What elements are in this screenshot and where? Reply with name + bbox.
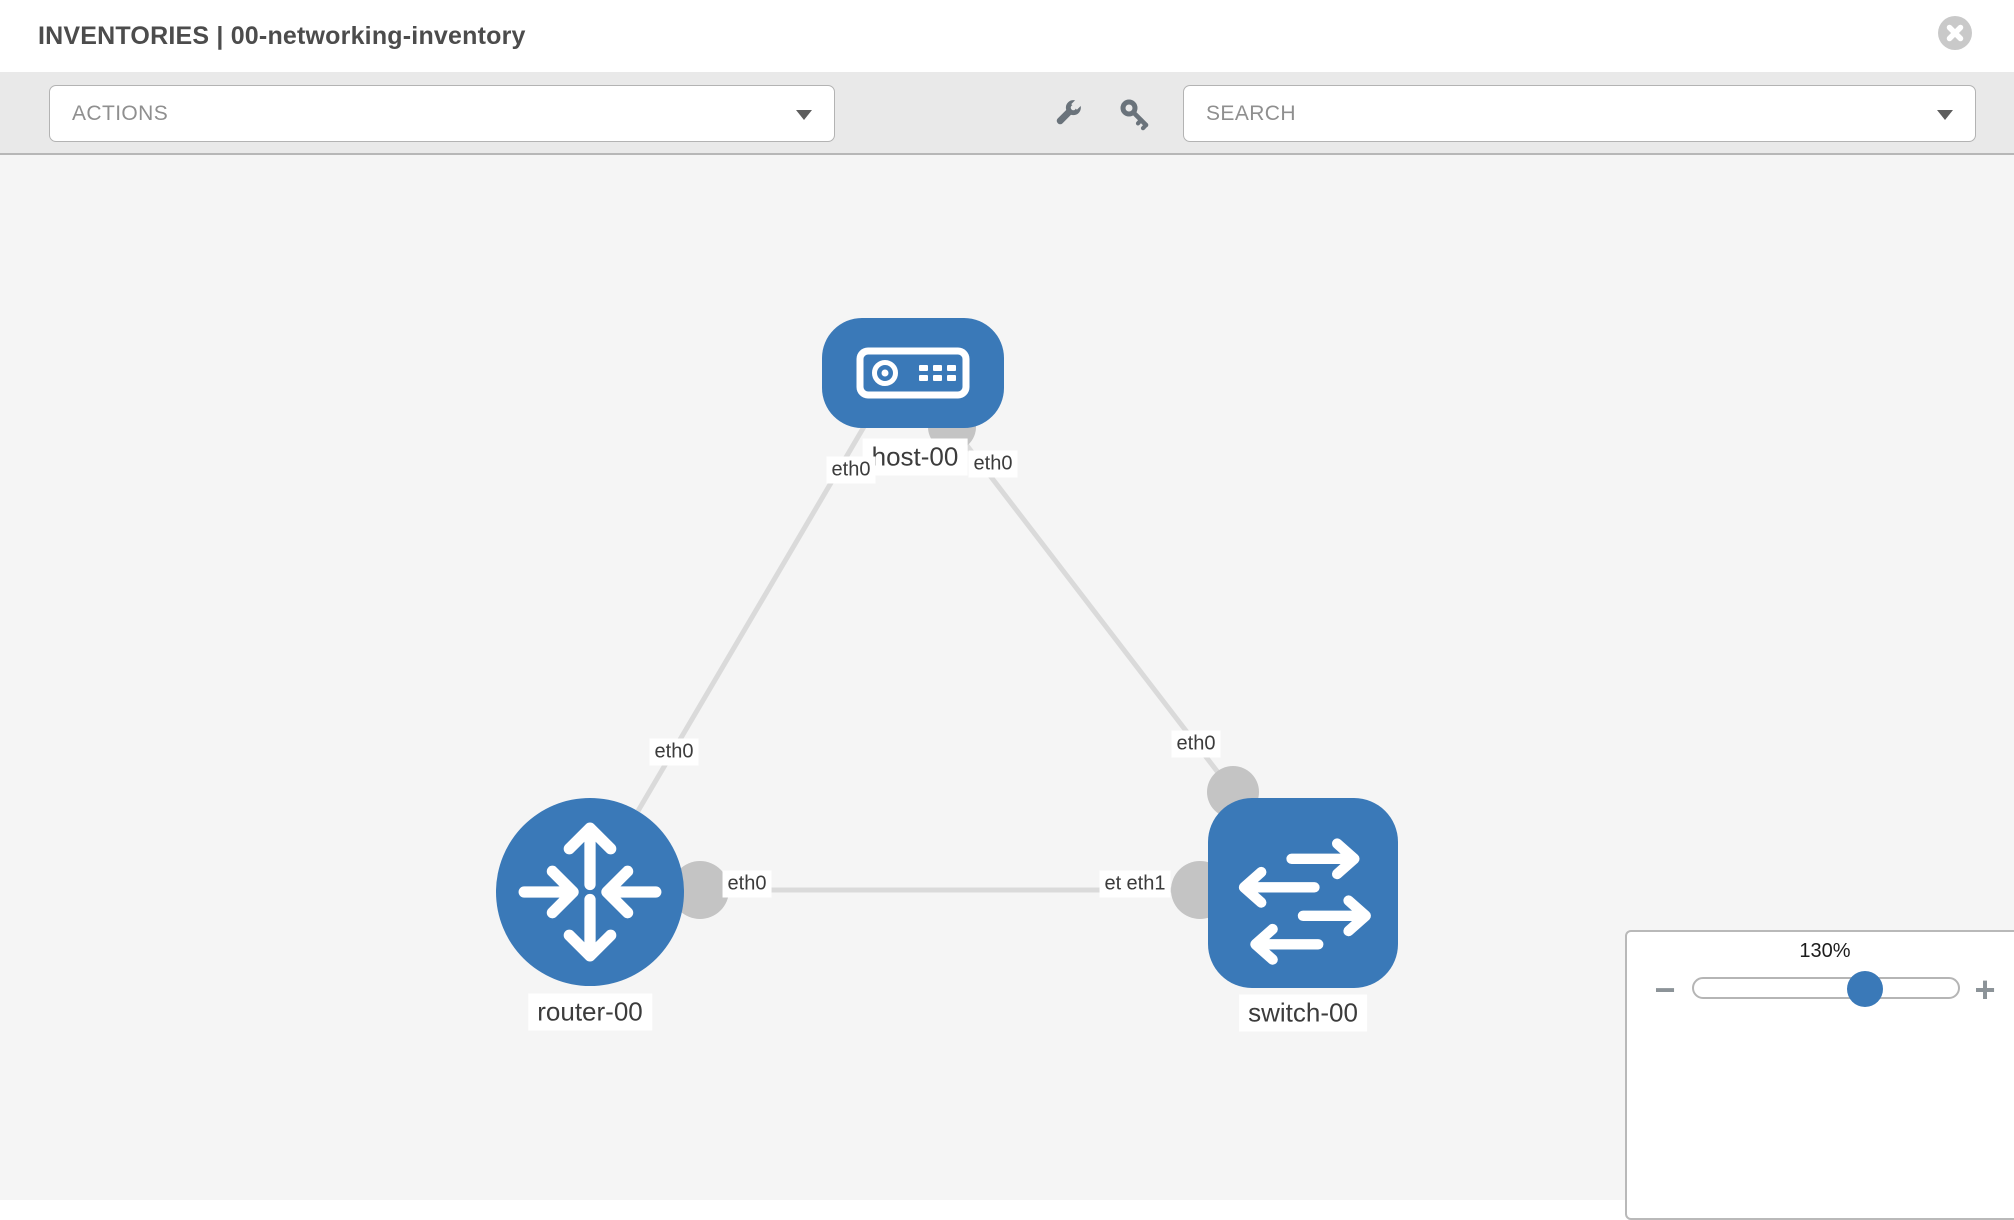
node-label-router-00: router-00 bbox=[528, 993, 652, 1031]
key-icon bbox=[1120, 99, 1149, 131]
interface-label: eth0 bbox=[1171, 730, 1221, 758]
node-label-host-00: host-00 bbox=[862, 438, 968, 476]
zoom-panel: 130% − + bbox=[1625, 930, 2014, 1220]
wrench-icon bbox=[1056, 97, 1084, 125]
interface-label: eth0 bbox=[968, 450, 1018, 478]
zoom-out-button[interactable]: − bbox=[1654, 969, 1676, 1010]
actions-dropdown[interactable]: ACTIONS bbox=[49, 85, 835, 142]
header: INVENTORIES | 00-networking-inventory bbox=[0, 0, 2014, 72]
chevron-down-icon bbox=[1937, 109, 1953, 120]
search-dropdown[interactable]: SEARCH bbox=[1183, 85, 1976, 142]
page-title: INVENTORIES | 00-networking-inventory bbox=[38, 22, 526, 50]
configure-button[interactable] bbox=[1048, 95, 1086, 133]
interface-label: eth0 bbox=[826, 456, 876, 484]
switch-icon bbox=[1238, 838, 1371, 965]
actions-dropdown-label: ACTIONS bbox=[72, 101, 169, 125]
zoom-level-label: 130% bbox=[1799, 940, 1851, 962]
credentials-button[interactable] bbox=[1116, 95, 1154, 133]
link-line[interactable] bbox=[943, 415, 1235, 794]
search-dropdown-label: SEARCH bbox=[1206, 101, 1296, 125]
host-icon bbox=[856, 347, 970, 399]
node-label-switch-00: switch-00 bbox=[1239, 994, 1367, 1032]
zoom-slider-handle[interactable] bbox=[1846, 971, 1883, 1007]
close-button[interactable] bbox=[1938, 16, 1972, 50]
close-icon bbox=[1946, 24, 1964, 42]
chevron-down-icon bbox=[796, 109, 812, 120]
node-router-00[interactable] bbox=[496, 798, 684, 986]
interface-label: eth0 bbox=[649, 738, 699, 766]
interface-label: eth0 bbox=[722, 870, 772, 898]
router-icon bbox=[518, 822, 662, 962]
node-switch-00[interactable] bbox=[1208, 798, 1398, 988]
interface-label: eth1 bbox=[1121, 870, 1171, 898]
link-endpoint bbox=[671, 861, 729, 919]
zoom-slider-track[interactable] bbox=[1692, 977, 1960, 999]
toolbar: ACTIONS SEARCH bbox=[0, 72, 2014, 155]
zoom-in-button[interactable]: + bbox=[1974, 969, 1996, 1010]
node-host-00[interactable] bbox=[822, 318, 1004, 428]
